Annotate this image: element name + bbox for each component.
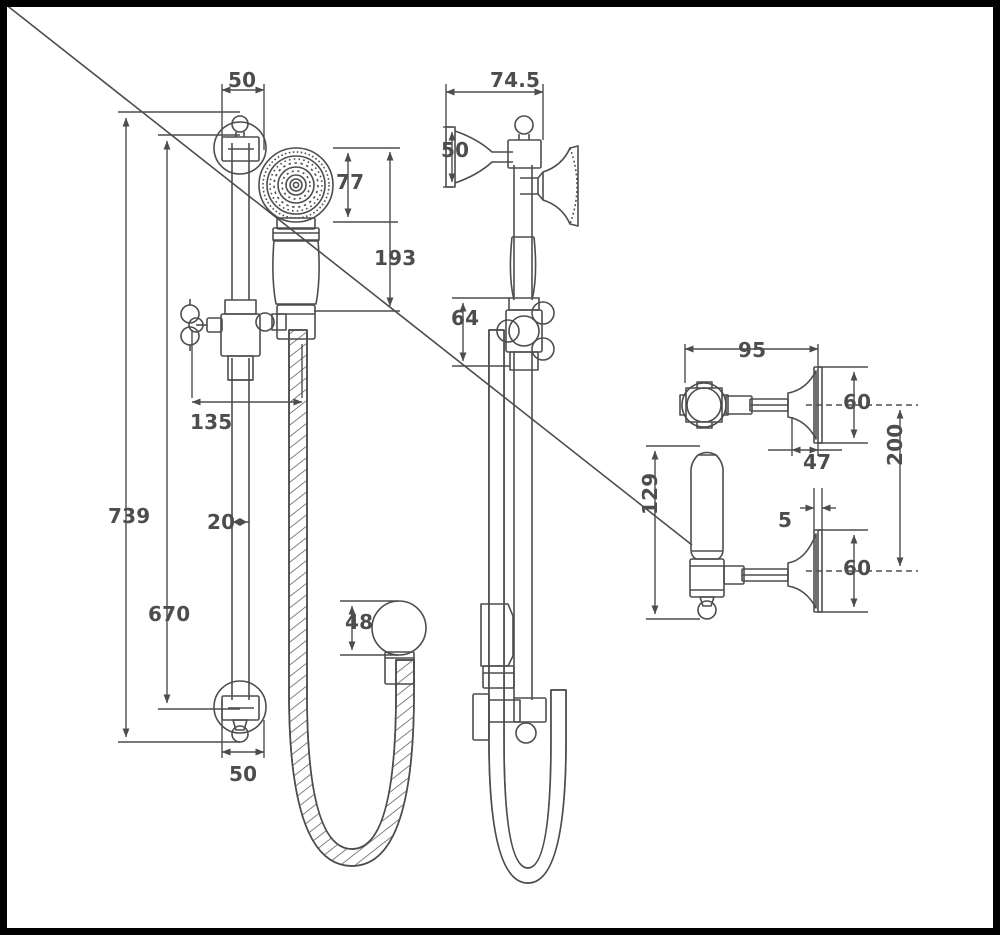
dimension-label-d20: 20 xyxy=(207,510,236,534)
front-hose xyxy=(288,329,415,867)
dimension-label-d50bot: 50 xyxy=(229,762,258,786)
dimension-label-d129: 129 xyxy=(638,472,662,515)
dimension-label-d50side: 50 xyxy=(441,138,470,162)
upper-handle-flange xyxy=(679,366,823,444)
dimension-label-d60up: 60 xyxy=(843,390,872,414)
dimension-label-d745: 74.5 xyxy=(490,68,541,92)
dimension-label-d60low: 60 xyxy=(843,556,872,580)
dimension-label-d48: 48 xyxy=(345,610,374,634)
side-view-geometry xyxy=(445,115,579,884)
front-view-geometry xyxy=(180,115,427,867)
dimension-label-d95: 95 xyxy=(738,338,767,362)
dimension-label-d77: 77 xyxy=(336,170,365,194)
dimension-lines xyxy=(118,84,918,758)
dimension-label-d193: 193 xyxy=(374,246,417,270)
dimension-label-d739: 739 xyxy=(108,504,151,528)
dimension-label-d47: 47 xyxy=(803,450,832,474)
dimension-label-d5: 5 xyxy=(778,508,793,532)
dimension-label-d200: 200 xyxy=(883,423,907,466)
side-hose xyxy=(488,329,567,884)
dimension-label-d50top: 50 xyxy=(228,68,257,92)
dimension-label-d64: 64 xyxy=(451,306,480,330)
dimension-label-d135: 135 xyxy=(190,410,233,434)
dimension-label-d670: 670 xyxy=(148,602,191,626)
